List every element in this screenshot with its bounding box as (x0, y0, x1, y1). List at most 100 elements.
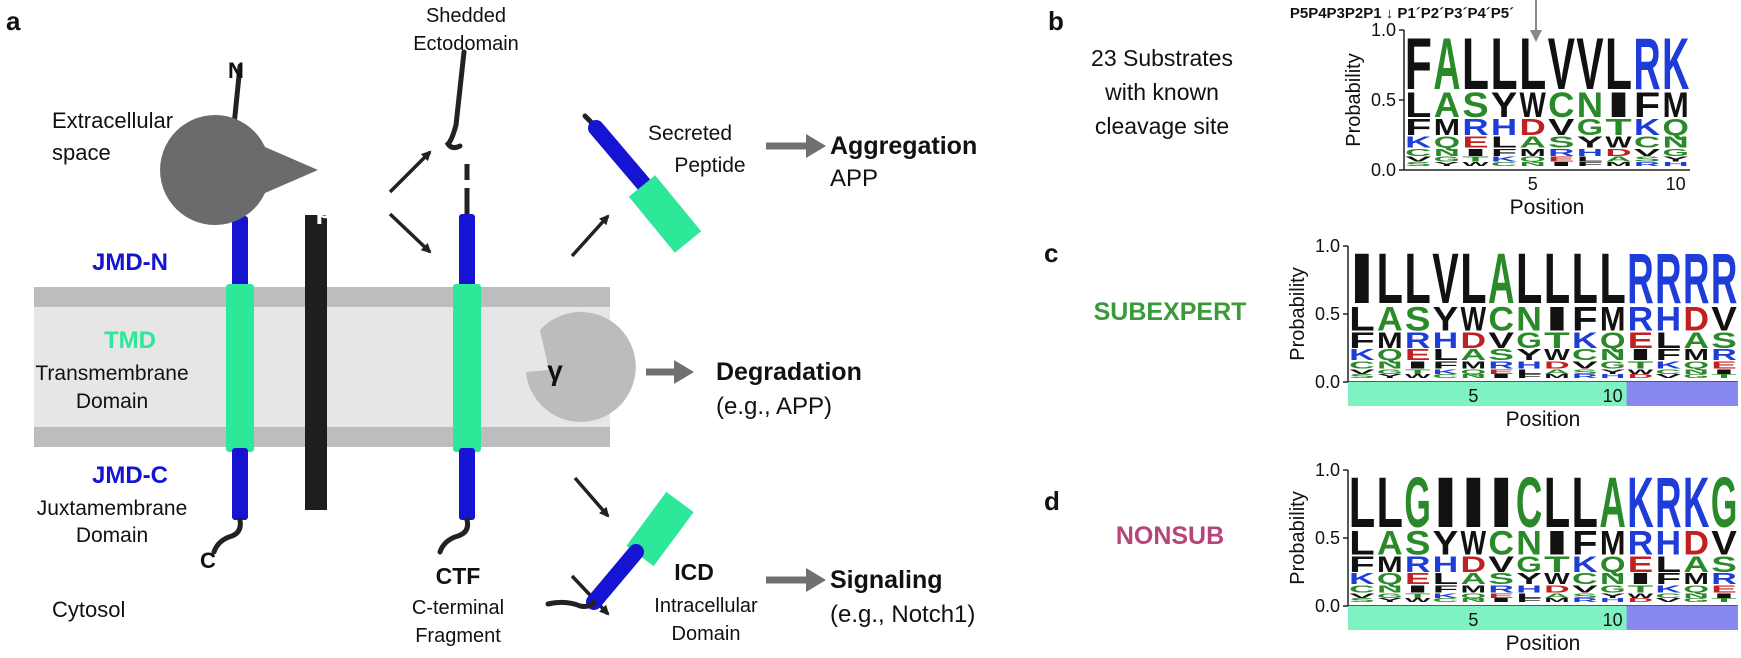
logo-d-stack-residue: D (1461, 552, 1487, 577)
logo-d-stack-residue: E (1405, 571, 1431, 588)
logo-b-top-residue: L (1491, 22, 1518, 105)
logo-c-stack-residue: S (1572, 369, 1600, 376)
logo-c-stack-residue: Q (1461, 369, 1487, 376)
logo-c-stack-residue: C (1488, 300, 1514, 338)
logo-b-stack-residue: W (1462, 162, 1488, 168)
aggregation-example: APP (830, 165, 878, 192)
substrate-jmd-c (232, 448, 248, 520)
logo-c-stack-residue: A (1461, 347, 1487, 364)
logo-c-top-residue: L (1599, 239, 1625, 319)
tmd-full-2: Domain (76, 390, 148, 413)
logo-b-stack-residue: W (1520, 86, 1546, 125)
logo-d-stack-residue: W (1461, 524, 1487, 562)
logo-d-stack-residue: S (1349, 598, 1379, 604)
logo-c-top-residue: R (1711, 239, 1737, 319)
arrow-signaling-head (806, 568, 826, 592)
logo-c-stack-residue: E (1488, 369, 1516, 376)
logo-b-ytick-label: 0.5 (1371, 90, 1396, 110)
panel-d-letter: d (1044, 486, 1060, 516)
logo-d-stack-residue: H (1600, 598, 1628, 604)
logo-c-stack-residue: Y (1433, 300, 1459, 338)
secretase-stalk (305, 215, 327, 510)
secreted-label-2: Peptide (674, 154, 745, 177)
logo-c-stack-residue: G (1683, 374, 1709, 380)
logo-b-stack-residue: A (1520, 135, 1546, 152)
logo-c-stack-residue: D (1461, 328, 1487, 353)
logo-d-ytick-label: 1.0 (1315, 460, 1340, 480)
logo-d-stack-residue: L (1433, 571, 1459, 588)
logo-c-ylabel: Probability (1287, 267, 1309, 360)
logo-b-stack-residue: N (1577, 86, 1603, 125)
logo-d-stack-residue: H (1433, 552, 1459, 577)
logo-d-stack-residue: V (1572, 584, 1598, 595)
logo-d-stack-residue: E (1711, 584, 1737, 595)
logo-d-stack-residue: T (1628, 584, 1657, 595)
logo-d-stack-residue: C (1656, 593, 1682, 600)
logo-b-stack-residue: H (1577, 147, 1603, 159)
panel-b-desc-3: cleavage site (1095, 113, 1229, 139)
logo-c-stack-residue: G (1516, 328, 1542, 353)
logo-c-top-residue: L (1572, 239, 1598, 319)
logo-b-stack-residue: G (1434, 157, 1463, 164)
logo-c-stack-residue: N (1377, 360, 1403, 371)
logo-c-stack-residue: D (1544, 360, 1570, 371)
arrow-aggregation-head (806, 134, 826, 158)
substrate-jmd-n (232, 216, 248, 296)
logo-d-stack-residue: I (1488, 598, 1524, 604)
logo-d-stack-residue: V (1711, 524, 1737, 562)
substrate-c-tail (211, 517, 243, 555)
logo-d-stack-residue: L (1516, 593, 1542, 600)
logo-d-stack-residue: S (1405, 524, 1431, 562)
alpha-label: α (315, 147, 332, 178)
logo-c-stack-residue: D (1683, 300, 1709, 338)
logo-d-stack-residue: R (1488, 584, 1516, 595)
logo-c-ytick-label: 0.5 (1315, 304, 1340, 324)
logo-b-ylabel: Probability (1343, 53, 1365, 146)
logo-b-stack-residue: N (1520, 162, 1548, 168)
logo-d-stack-residue: E (1488, 593, 1516, 600)
logo-d-stack-residue: Y (1377, 598, 1407, 604)
alpha-beta-secretase (160, 115, 318, 225)
logo-c-stack-residue: V (1656, 374, 1686, 380)
logo-b-stack-residue: H (1491, 114, 1517, 140)
logo-b-stack-residue: A (1605, 157, 1631, 164)
logo-b-stack-residue: C (1634, 135, 1660, 152)
logo-c-top-residue: L (1404, 239, 1430, 319)
logo-c-top-residue: I (1349, 239, 1375, 319)
logo-d-stack-residue: K (1433, 593, 1459, 600)
logo-c-stack-residue: A (1377, 300, 1403, 338)
logo-b-stack-residue: S (1405, 162, 1435, 168)
ctf-jmd-n (459, 214, 475, 296)
logo-d-stack-residue: C (1572, 571, 1598, 588)
logo-b-stack-residue: S (1634, 157, 1662, 164)
logo-d-stack-residue: W (1405, 598, 1432, 604)
logo-b-stack-residue: I (1548, 162, 1584, 168)
logo-d-stack-residue: R (1628, 524, 1654, 562)
signaling-label: Signaling (830, 566, 943, 594)
logo-d-stack-residue: G (1516, 552, 1542, 577)
logo-d-stack-residue: V (1488, 552, 1514, 577)
nonsub-label: NONSUB (1116, 522, 1224, 550)
logo-c-stack-residue: Y (1600, 369, 1628, 376)
logo-b-stack-residue: Y (1491, 86, 1517, 125)
logo-b-stack-residue: H (1663, 162, 1691, 168)
logo-d-top-residue: K (1627, 463, 1653, 543)
logo-c-stack-residue: I (1628, 347, 1654, 364)
logo-c-region-band (1626, 382, 1738, 406)
tmd-label: TMD (104, 327, 156, 354)
logo-d-stack-residue: F (1516, 598, 1542, 604)
logo-d-stack-residue: T (1405, 593, 1436, 600)
logo-b-stack-residue: S (1548, 135, 1574, 152)
logo-d-stack-residue: F (1349, 552, 1375, 577)
logo-c-stack-residue: F (1572, 300, 1598, 338)
ctf-tmd (453, 284, 481, 452)
logo-d-stack-residue: M (1544, 598, 1570, 604)
logo-d-xlabel: Position (1506, 632, 1581, 655)
logo-c-stack-residue: Y (1377, 374, 1407, 380)
panel-b-desc-2: with known (1104, 79, 1219, 105)
logo-d-stack-residue: Q (1461, 593, 1487, 600)
shedded-label-2: Ectodomain (413, 33, 519, 55)
logo-d-top-residue: G (1711, 463, 1737, 543)
